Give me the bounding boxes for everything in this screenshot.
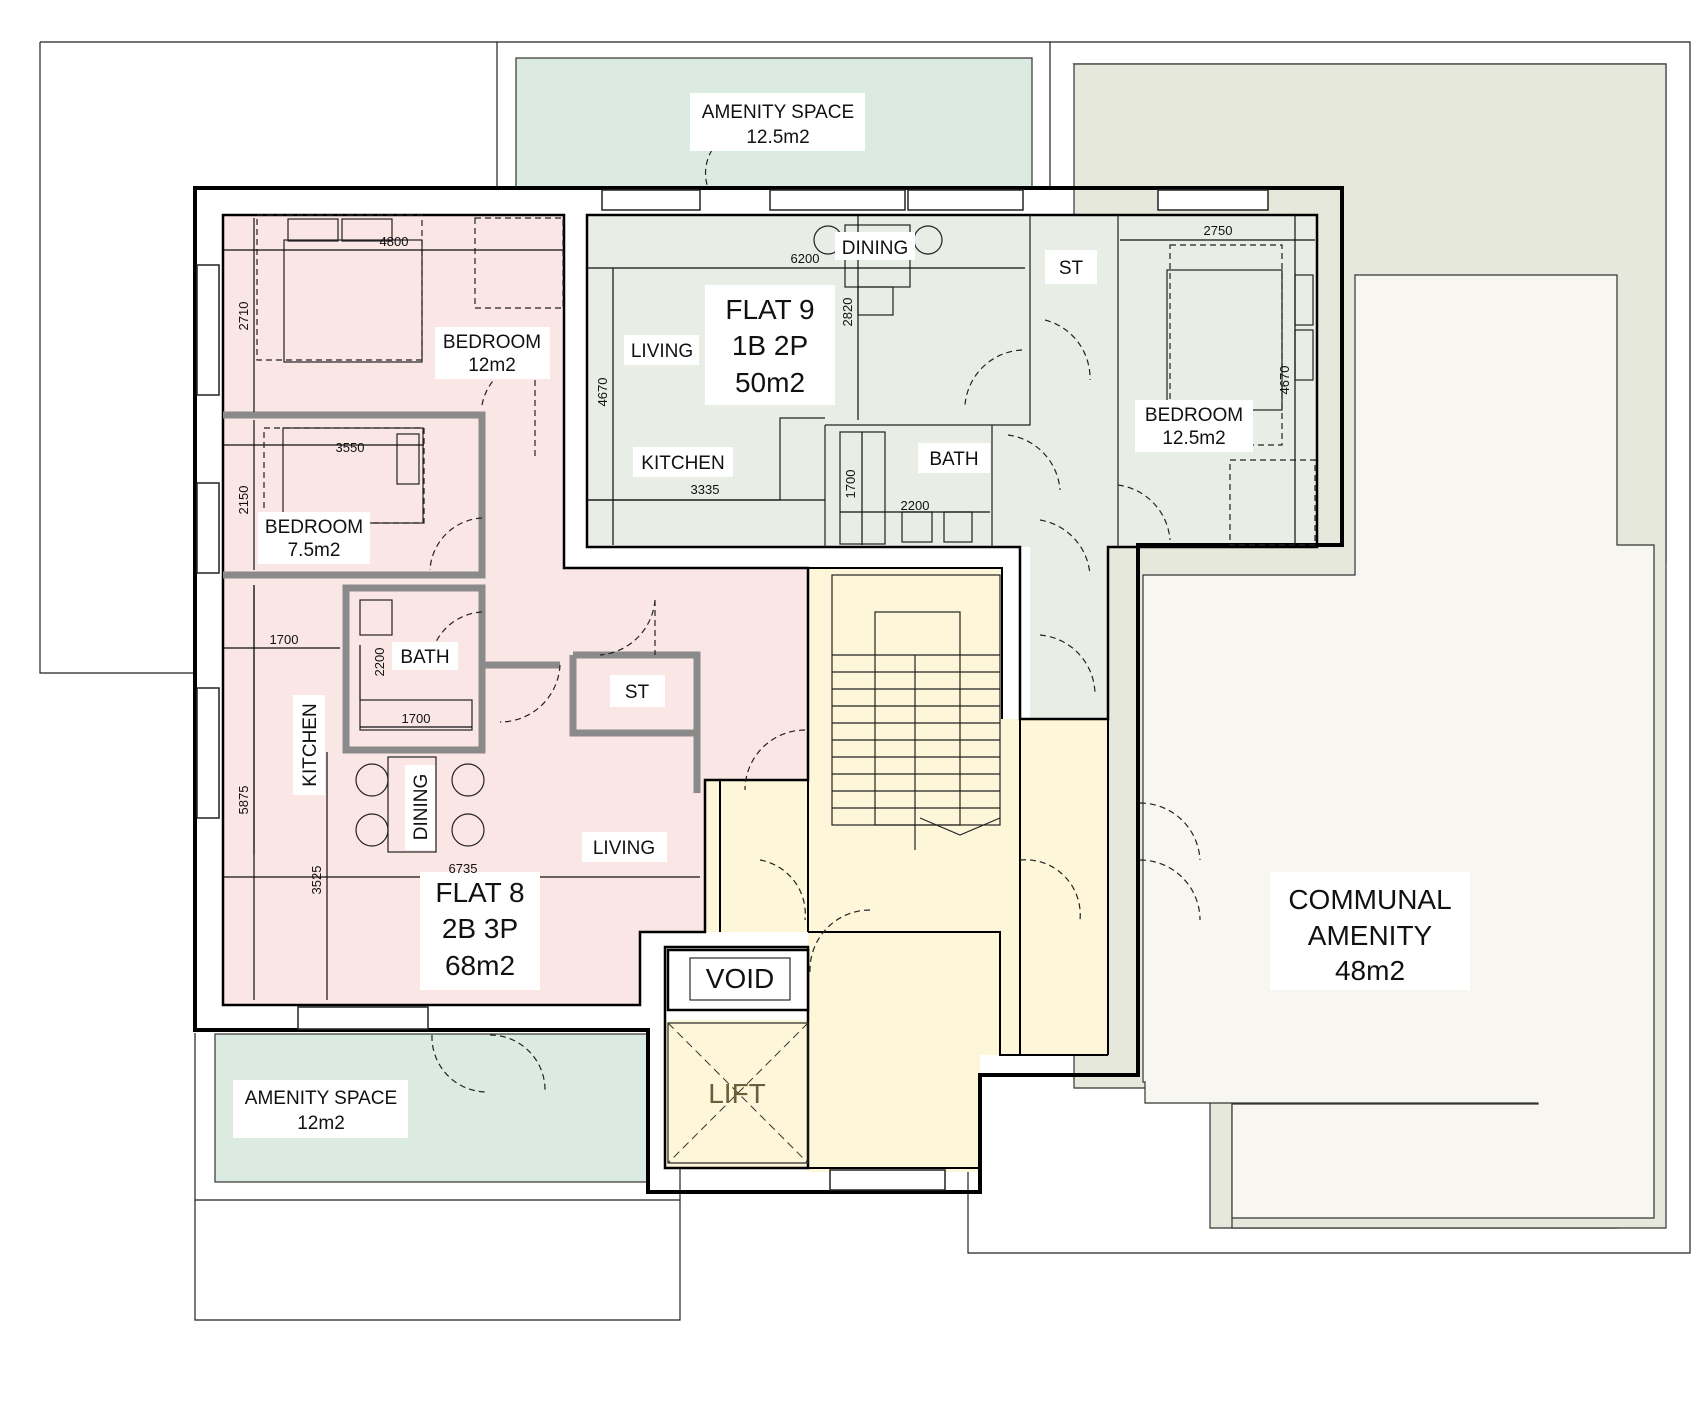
flat9-kitchen-bg: [633, 447, 733, 477]
amenity-top-label-bg: [690, 93, 865, 151]
flat8-dim-bed1-width: 4800: [380, 234, 409, 249]
flat9-bedroom-area: 12.5m2: [1162, 428, 1225, 449]
flat8-dining: DINING: [411, 774, 432, 841]
core-area: [705, 568, 1108, 1172]
flat9-area-text: 50m2: [735, 367, 805, 398]
flat8-dining-bg: [405, 765, 435, 850]
flat8-kitchen-bg: [293, 695, 325, 795]
windows: [196, 189, 1269, 1191]
flat8-living: LIVING: [593, 838, 655, 859]
flat8-dim-bed1-depth: 2710: [236, 302, 251, 331]
communal-area: 48m2: [1335, 955, 1405, 986]
lift-cross: [667, 1022, 809, 1164]
flat8-bedroom2: BEDROOM: [265, 517, 363, 538]
amenity-bottom-label-bg: [233, 1080, 408, 1138]
flat9-dim-living-width: 6200: [791, 251, 820, 266]
flat9-dim-flat-depth: 4670: [595, 378, 610, 407]
external-walls: [193, 186, 1344, 1194]
flat8-dim-living-depth: 5875: [236, 786, 251, 815]
flat8-area-text: 68m2: [445, 950, 515, 981]
flat8-bedroom1: BEDROOM: [443, 332, 541, 353]
flat8-bedroom1-area: 12m2: [468, 355, 516, 376]
stair: [831, 574, 1001, 850]
flat9-dim-bath-width: 2200: [901, 498, 930, 513]
stair-treads: [832, 654, 1000, 809]
flat9-dim-bedroom-depth: 4670: [1277, 366, 1292, 395]
site-outline: [39, 41, 1691, 1321]
flat9-dining-bg: [835, 232, 915, 260]
flat8-dim-dining-depth: 3525: [309, 866, 324, 895]
flat9-bath-bg: [918, 443, 990, 473]
flat8-dim-bath-depth: 2200: [372, 648, 387, 677]
flat8-dim-bed2-width: 3550: [336, 440, 365, 455]
flat8-dim-living-width: 6735: [449, 861, 478, 876]
flat9-kitchen: KITCHEN: [641, 453, 724, 474]
amenity-top-area-text: 12.5m2: [746, 127, 809, 148]
communal-line1: COMMUNAL: [1288, 884, 1451, 915]
amenity-bottom-name: AMENITY SPACE: [245, 1088, 397, 1109]
flat8-living-bg: [582, 832, 667, 862]
flat8-type: 2B 3P: [442, 913, 518, 944]
flat9-dining: DINING: [842, 238, 909, 259]
flat9-type: 1B 2P: [732, 330, 808, 361]
core-lower: [808, 975, 980, 1172]
lift-area: [665, 1020, 808, 1168]
flat9-bath: BATH: [929, 449, 978, 470]
flat9-name: FLAT 9: [725, 294, 814, 325]
flat8-st-bg: [610, 675, 665, 707]
amenity-top-name: AMENITY SPACE: [702, 102, 854, 123]
flat9-title-bg: [705, 285, 835, 405]
flat9-bedroom: BEDROOM: [1145, 405, 1243, 426]
flat9-bedroom-bg: [1135, 400, 1253, 452]
flat9-dim-living-depth: 2820: [840, 298, 855, 327]
flat8-bedroom2-area: 7.5m2: [288, 540, 341, 561]
amenity-bottom-area-text: 12m2: [297, 1113, 345, 1134]
communal-line2: AMENITY: [1308, 920, 1433, 951]
flat8-bedroom1-bg: [435, 327, 550, 379]
flat8-dim-bath-width: 1700: [402, 711, 431, 726]
flat9-corridor: [1030, 215, 1108, 719]
flat8-bath-bg: [392, 642, 458, 670]
flat9-dim-bath-depth: 1700: [843, 470, 858, 499]
flat8-st: ST: [625, 682, 650, 703]
flat8-title-bg: [420, 872, 540, 990]
flat9-dim-kitchen-width: 3335: [691, 482, 720, 497]
flat8-dim-bed2-depth: 2150: [236, 486, 251, 515]
flat8-kitchen: KITCHEN: [300, 703, 321, 786]
flat9-st: ST: [1059, 258, 1084, 279]
void-label: VOID: [706, 963, 774, 994]
flat8-name: FLAT 8: [435, 877, 524, 908]
flat9-living: LIVING: [631, 341, 693, 362]
lift-label: LIFT: [708, 1078, 766, 1109]
flat8-bedroom2-bg: [258, 512, 370, 564]
void-label-bg: [689, 957, 791, 1001]
flat8-internal-walls: [223, 411, 701, 793]
dimension-lines: [223, 215, 1315, 1000]
flat8-dim-kitchen-width: 1700: [270, 632, 299, 647]
communal-label-bg: [1270, 872, 1470, 990]
flat9-st-bg: [1045, 250, 1097, 284]
flat9-living-bg: [624, 335, 699, 365]
flat8-bath: BATH: [400, 647, 449, 668]
flat9-dim-bedroom-width: 2750: [1204, 223, 1233, 238]
